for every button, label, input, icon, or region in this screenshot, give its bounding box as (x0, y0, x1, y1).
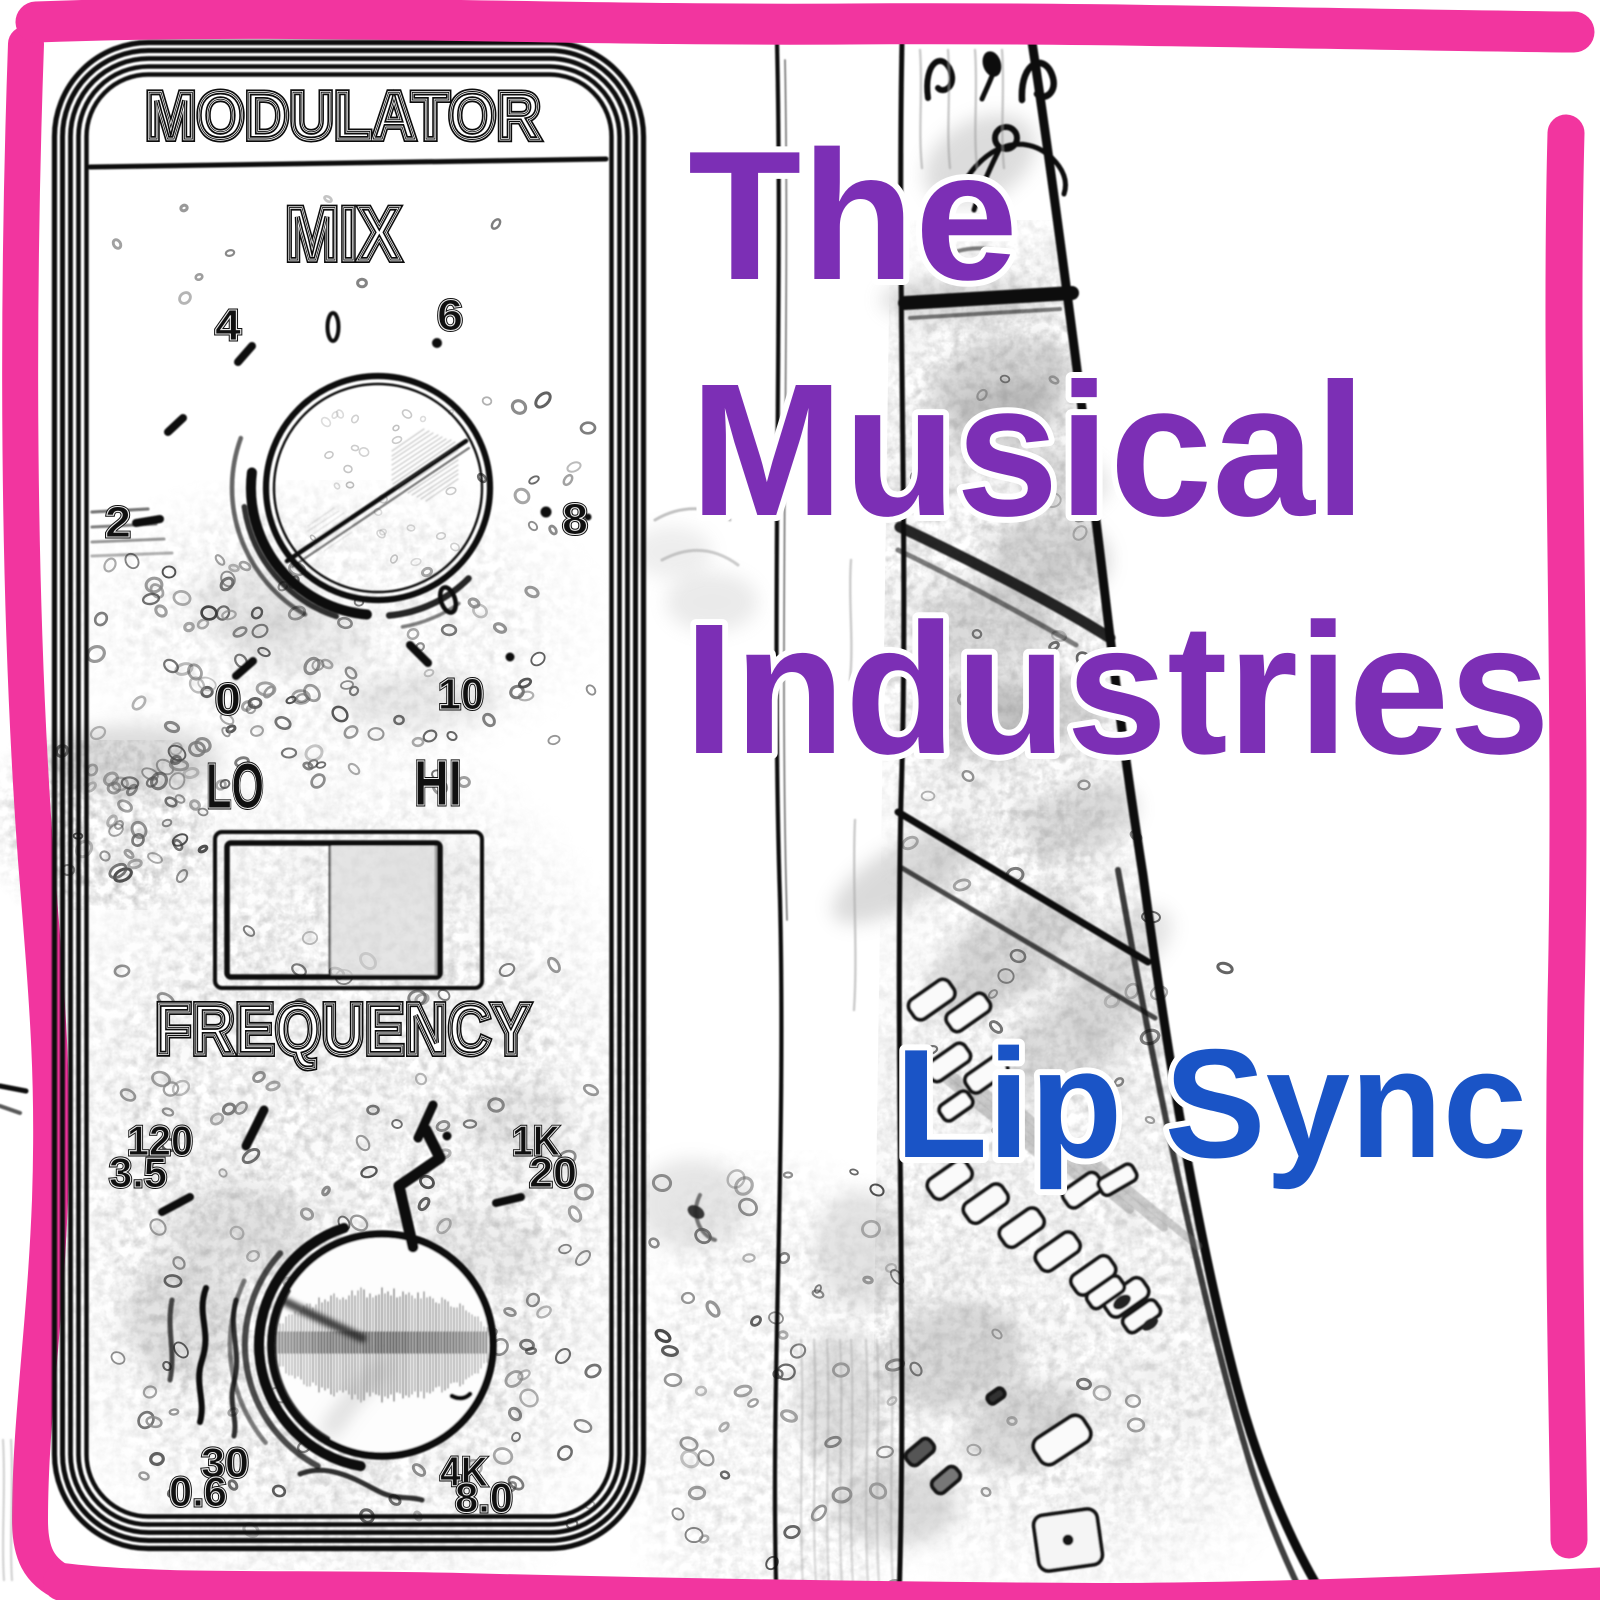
svg-text:8.0: 8.0 (455, 1474, 513, 1521)
svg-text:0: 0 (215, 675, 241, 724)
svg-text:HI: HI (414, 747, 462, 819)
svg-text:8: 8 (562, 495, 588, 544)
svg-text:120: 120 (127, 1117, 193, 1164)
svg-text:10: 10 (438, 670, 484, 719)
svg-text:MODULATOR: MODULATOR (145, 78, 541, 154)
svg-text:2: 2 (105, 498, 131, 547)
svg-text:1K: 1K (512, 1117, 560, 1164)
svg-text:The: The (688, 112, 1018, 318)
svg-text:0.6: 0.6 (169, 1468, 227, 1515)
svg-text:10: 10 (438, 670, 484, 719)
svg-text:4: 4 (215, 301, 242, 350)
svg-text:Industries: Industries (684, 586, 1550, 793)
svg-text:4: 4 (215, 301, 242, 350)
svg-text:120: 120 (127, 1117, 193, 1164)
svg-text:MIX: MIX (285, 192, 401, 277)
svg-text:3.5: 3.5 (109, 1149, 167, 1196)
svg-text:HI: HI (414, 747, 462, 819)
svg-text:MIX: MIX (285, 192, 401, 277)
svg-text:Musical: Musical (690, 345, 1366, 556)
svg-text:MIX: MIX (285, 192, 401, 277)
svg-text:20: 20 (529, 1149, 577, 1196)
svg-text:MODULATOR: MODULATOR (145, 78, 541, 154)
svg-text:6: 6 (437, 291, 463, 340)
svg-text:LO: LO (206, 750, 264, 822)
svg-text:8.0: 8.0 (455, 1474, 513, 1521)
svg-text:0.6: 0.6 (169, 1468, 227, 1515)
svg-text:FREQUENCY: FREQUENCY (155, 990, 531, 1070)
svg-text:8: 8 (562, 495, 588, 544)
svg-text:0: 0 (215, 675, 241, 724)
svg-text:3.5: 3.5 (109, 1149, 167, 1196)
svg-text:1K: 1K (512, 1117, 560, 1164)
svg-text:FREQUENCY: FREQUENCY (155, 990, 531, 1070)
svg-text:Lip Sync: Lip Sync (895, 1017, 1527, 1190)
svg-text:4K: 4K (440, 1448, 488, 1495)
svg-text:30: 30 (201, 1439, 249, 1486)
svg-text:6: 6 (437, 291, 463, 340)
svg-text:2: 2 (105, 498, 131, 547)
svg-text:FREQUENCY: FREQUENCY (155, 990, 531, 1070)
svg-text:30: 30 (201, 1439, 249, 1486)
svg-text:20: 20 (529, 1149, 577, 1196)
svg-text:4K: 4K (440, 1448, 488, 1495)
svg-text:LO: LO (206, 750, 264, 822)
svg-text:MODULATOR: MODULATOR (145, 78, 541, 154)
